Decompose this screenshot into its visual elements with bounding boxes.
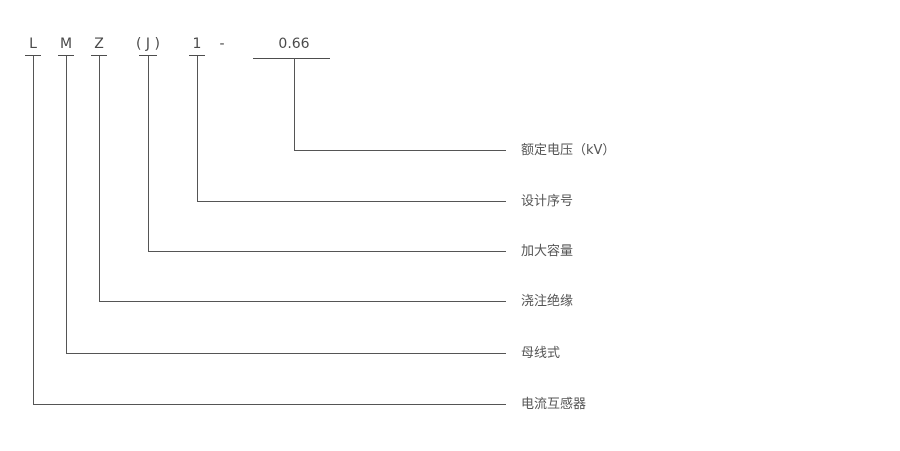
code-char-voltage: 0.66 — [278, 36, 310, 52]
connector-vline-z — [99, 56, 100, 301]
connector-hline-m — [66, 353, 506, 354]
connector-hline-l — [33, 404, 506, 405]
connector-hline-z — [99, 301, 506, 302]
label-rated-voltage: 额定电压（kV） — [521, 143, 616, 158]
connector-hline-voltage — [294, 150, 506, 151]
code-char-j: ( J ) — [136, 36, 160, 52]
connector-hline-j — [148, 251, 506, 252]
underline-j — [139, 55, 157, 56]
connector-vline-j — [148, 56, 149, 251]
underline-l — [25, 55, 41, 56]
code-char-m: M — [59, 36, 73, 52]
label-busbar-type: 母线式 — [521, 346, 561, 361]
connector-vline-voltage — [294, 58, 295, 150]
connector-vline-l — [33, 56, 34, 404]
code-char-1: 1 — [192, 36, 202, 52]
underline-m — [58, 55, 74, 56]
label-cast-insulation: 浇注绝缘 — [521, 294, 574, 309]
connector-vline-m — [66, 56, 67, 353]
connector-vline-1 — [197, 56, 198, 201]
label-enlarged-capacity: 加大容量 — [521, 244, 574, 259]
underline-1 — [189, 55, 205, 56]
label-current-transformer: 电流互感器 — [521, 397, 587, 412]
code-separator: - — [219, 36, 225, 52]
connector-hline-1 — [197, 201, 506, 202]
code-char-l: L — [29, 36, 37, 52]
label-design-serial: 设计序号 — [521, 194, 574, 209]
underline-voltage — [253, 58, 330, 59]
code-char-z: Z — [94, 36, 104, 52]
underline-z — [91, 55, 107, 56]
